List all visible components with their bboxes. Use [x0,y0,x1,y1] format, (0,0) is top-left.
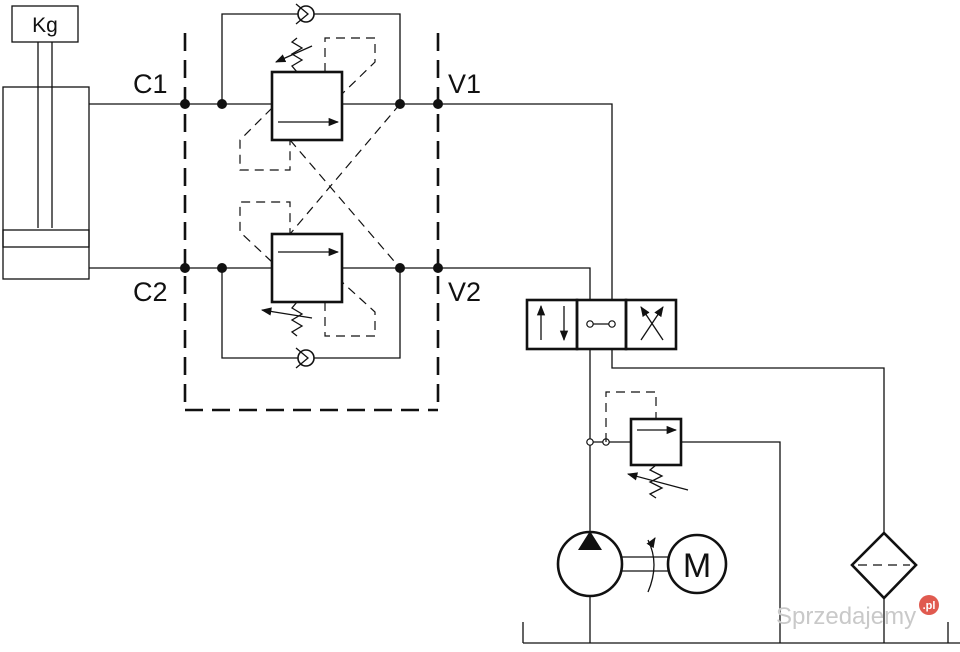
line-v1 [438,103,613,300]
valve-block-boundary [183,33,440,412]
pilot-cross-lines [289,103,401,269]
watermark-badge-text: .pl [923,600,936,612]
junction-dots [180,99,443,273]
port-label-v2: V2 [448,277,481,307]
load-weight-label: Kg [32,14,58,37]
port-label-c1: C1 [133,69,168,99]
return-line [611,349,885,643]
directional-control-valve [525,298,678,351]
hydraulic-cylinder [2,42,90,280]
watermark: Sprzedajemy .pl [776,595,939,630]
return-filter [850,531,918,600]
hydraulic-pump [556,530,624,643]
port-label-v1: V1 [448,69,481,99]
counterbalance-valve-lower [239,201,376,337]
electric-motor-label: M [683,547,711,585]
line-v2 [438,267,591,300]
electric-motor: M [666,533,728,595]
pressure-relief-valve [586,391,781,643]
watermark-text: Sprzedajemy [776,603,916,630]
counterbalance-valve-upper [239,37,376,171]
port-label-c2: C2 [133,277,168,307]
check-valve-upper [221,3,401,104]
check-valve-lower [221,268,401,369]
tank-line [522,622,960,644]
pump-motor-shaft [622,537,668,593]
load-weight: Kg [11,5,79,43]
watermark-badge [919,595,939,615]
